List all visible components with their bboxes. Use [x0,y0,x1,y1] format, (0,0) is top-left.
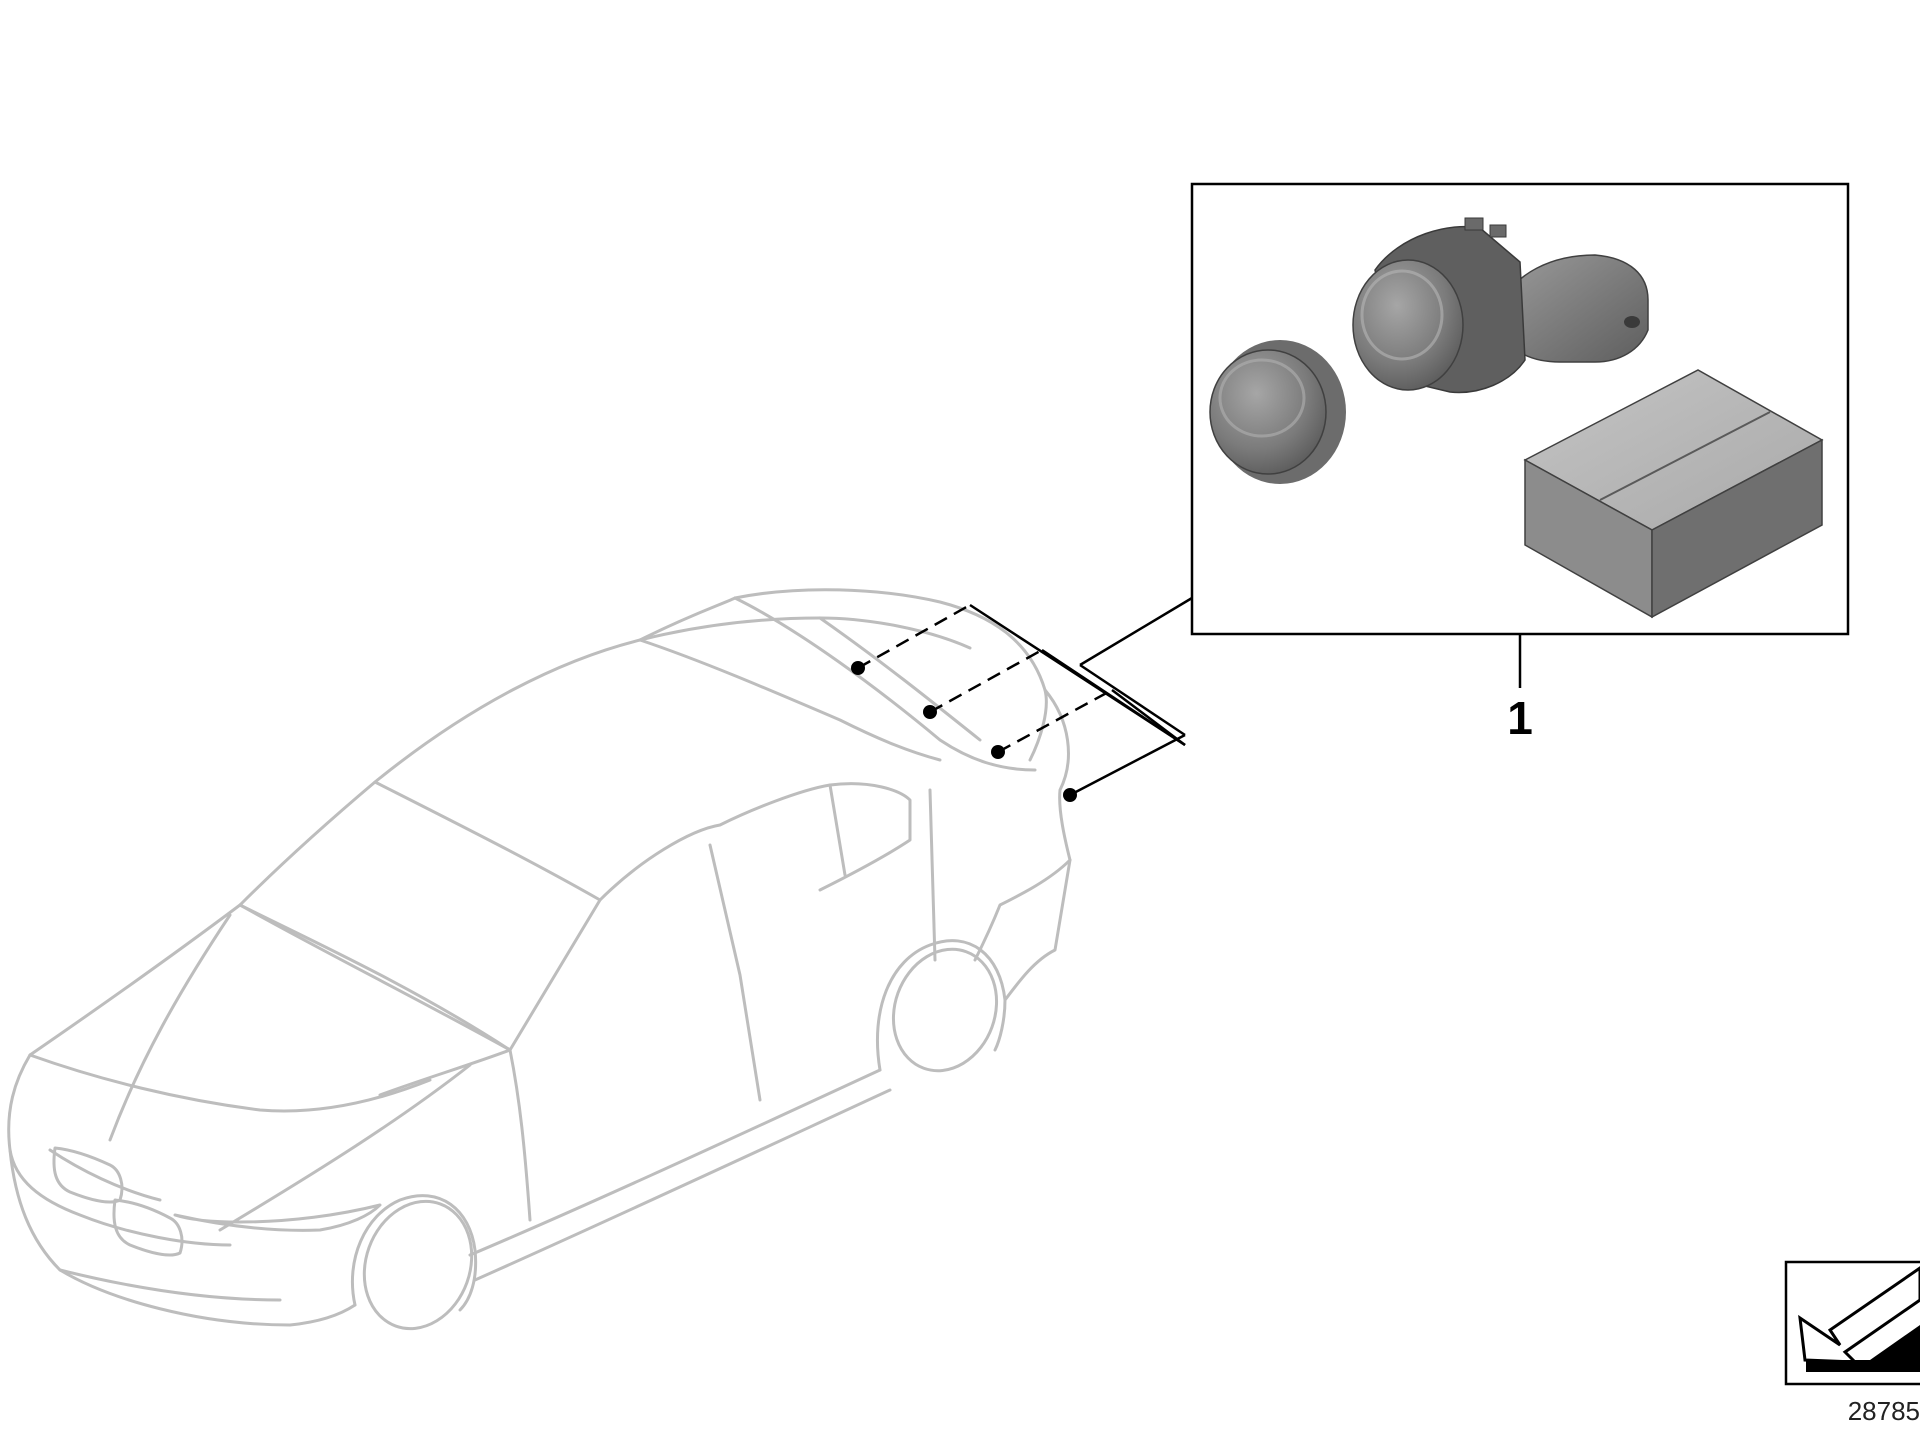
sensor-mount-point-icon [1063,788,1077,802]
sensor-mount-point-icon [991,745,1005,759]
package-box-icon [1523,369,1824,619]
diagram-id: 28785 [1848,1396,1920,1426]
callout-number-1: 1 [1507,692,1533,744]
sensor-mount-point-icon [851,661,865,675]
sensor-leader-lines [857,596,1193,797]
sensor-mount-points [851,661,1077,802]
orientation-arrow-icon [1784,1260,1920,1386]
sensor-mount-point-icon [923,705,937,719]
ultrasonic-sensor-icon [1352,217,1649,394]
sensor-ring-icon [1209,340,1346,484]
car-outline-icon [7,588,1072,1331]
